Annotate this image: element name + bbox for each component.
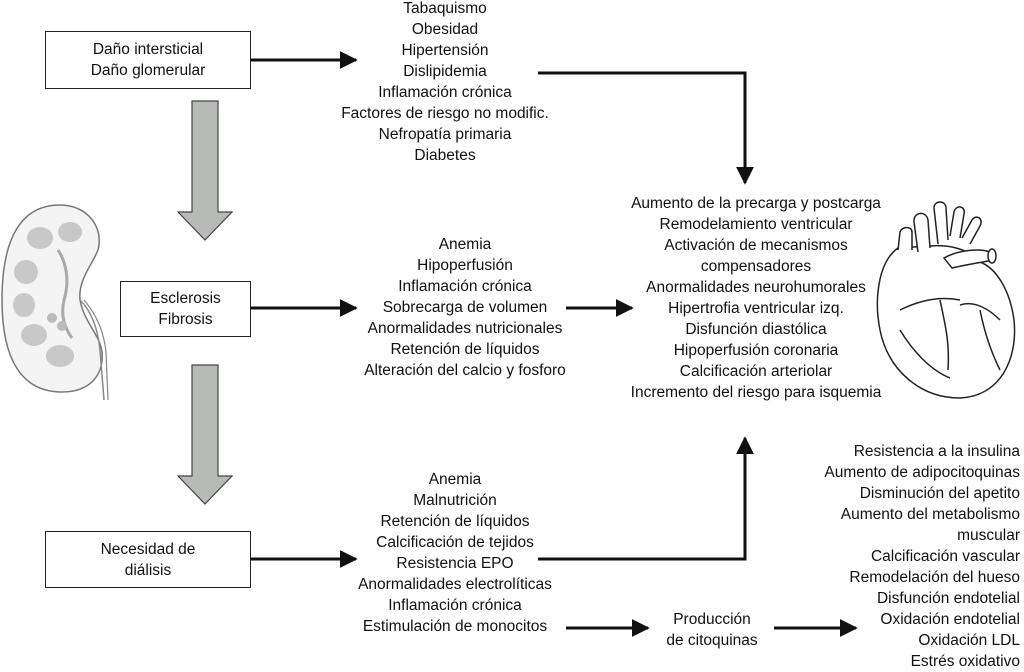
list-item: Activación de mecanismos [664,237,848,254]
list-item: Resistencia EPO [396,555,514,572]
list-item: Tabaquismo [403,0,487,17]
list-cytokine-effects: Resistencia a la insulina Aumento de adi… [780,441,1020,672]
list-item: Obesidad [411,21,479,38]
list-item: Dislipidemia [403,63,487,80]
box-sclerosis-line-1: Esclerosis [150,290,221,307]
list-sclerosis-effects: Anemia Hipoperfusión Inflamación crónica… [340,234,590,381]
list-item: Resistencia a la insulina [853,443,1020,460]
list-risk-factors: Tabaquismo Obesidad Hipertensión Dislipi… [320,0,570,166]
list-item: Estimulación de monocitos [362,618,548,635]
list-dialysis-effects: Anemia Malnutrición Retención de líquido… [330,469,580,637]
block-arrow-down-1 [176,100,234,241]
list-item: Calcificación arteriolar [679,363,833,380]
list-item: Incremento del riesgo para isquemia [630,384,882,401]
box-sclerosis: Esclerosis Fibrosis [120,281,251,337]
box-damage-line-1: Daño intersticial [92,41,204,58]
list-item: Inflamación crónica [388,597,522,614]
list-item: Anemia [438,236,492,253]
list-item: Remodelamiento ventricular [659,216,853,233]
list-item: Malnutrición [413,492,497,509]
list-item: Alteración del calcio y fosforo [364,362,566,379]
list-item: Calcificación vascular [870,548,1020,565]
list-item: Anormalidades nutricionales [367,320,563,337]
list-item: Remodelación del hueso [849,569,1020,586]
list-item: Hipoperfusión coronaria [673,342,839,359]
list-item: Anormalidades neurohumorales [646,279,866,296]
list-item: Producción [673,611,751,628]
box-damage-line-2: Daño glomerular [90,62,206,79]
box-sclerosis-line-2: Fibrosis [158,311,213,328]
box-dialysis-line-1: Necesidad de [100,540,196,558]
list-item: Anemia [428,471,482,488]
list-item: Aumento de la precarga y postcarga [631,195,881,212]
arrow-dialysis-effects-to-cardiac [538,436,754,561]
list-item: Hipertrofia ventricular izq. [668,300,844,317]
list-item: Hipertensión [401,42,489,59]
list-item: Retención de líquidos [380,513,530,530]
list-item: Disfunción diastólica [685,321,827,338]
list-item: Sobrecarga de volumen [382,299,548,316]
box-dialysis-line-2: diálisis [124,561,172,579]
list-item: Oxidación LDL [918,632,1020,649]
list-item: Estrés oxidativo [910,653,1020,670]
block-arrow-down-2 [176,364,234,505]
box-dialysis: Necesidad de diálisis [45,531,251,588]
heart-icon [876,201,1016,399]
box-damage: Daño intersticial Daño glomerular [45,31,251,89]
list-cardiac-effects: Aumento de la precarga y postcarga Remod… [606,193,906,403]
list-item: Disminución del apetito [859,485,1020,502]
list-item: Disfunción endotelial [876,590,1020,607]
kidney-icon [1,204,109,401]
arrow-risk-to-cardiac [538,71,754,185]
list-item: muscular [957,527,1020,544]
list-item: Inflamación crónica [398,278,532,295]
list-item: Calcificación de tejidos [376,534,534,551]
list-item: Hipoperfusión [417,257,513,274]
list-item: Aumento del metabolismo [840,506,1020,523]
list-item: Factores de riesgo no modific. [341,105,549,122]
list-item: Retención de líquidos [390,341,540,358]
list-item: Oxidación endotelial [880,611,1020,628]
list-item: de citoquinas [666,632,758,649]
list-item: Anormalidades electrolíticas [358,576,552,593]
list-item: Inflamación crónica [378,84,512,101]
list-item: Diabetes [414,147,476,164]
list-cytokines: Producción de citoquinas [652,609,772,651]
list-item: compensadores [700,258,812,275]
list-item: Nefropatía primaria [378,126,512,143]
list-item: Aumento de adipocitoquinas [824,464,1020,481]
